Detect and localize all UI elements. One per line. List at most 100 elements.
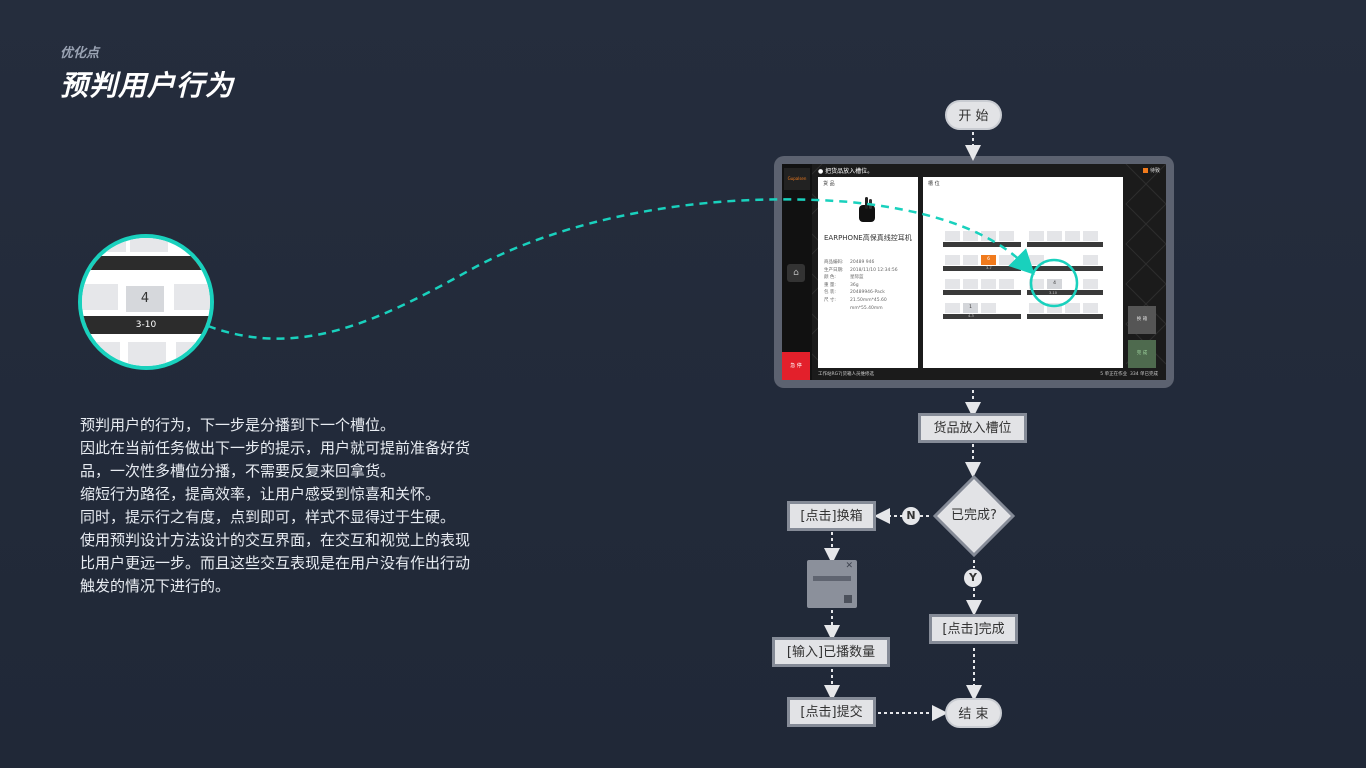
dialog-icon: ✕ — [807, 560, 857, 608]
description-line: 缩短行为路径，提高效率，让用户感受到惊喜和关怀。 — [80, 485, 441, 503]
app-logo: Gupalsen — [784, 168, 810, 190]
shelf-bar — [1027, 290, 1103, 295]
slot-cell — [1047, 231, 1062, 241]
slot-cell — [999, 279, 1014, 289]
slot-cell — [1029, 231, 1044, 241]
description-line: 品，一次性多槽位分播，不需要反复来回拿货。 — [80, 462, 396, 480]
flow-start-node: 开 始 — [945, 100, 1002, 130]
info-row: 重 量:36g — [824, 282, 859, 288]
slot-cell — [88, 238, 126, 252]
dialog-bar — [813, 576, 851, 581]
change-box-button[interactable]: 换 箱 — [1128, 306, 1156, 334]
slot-cell — [999, 231, 1014, 241]
status-text: 待致 — [1149, 168, 1160, 174]
slot-cell — [130, 238, 168, 252]
slot-cell — [176, 342, 210, 366]
slot-label: 3-10 — [1049, 291, 1057, 295]
flow-change-box-node: [点击]换箱 — [787, 501, 876, 531]
tablet-mockup: Gupalsen ⌂ 急 停 ● 把货品放入槽位。 待致 货 品 EARPHON… — [774, 156, 1174, 388]
description-line: 比用户更远一步。而且这些交互表现是在用户没有作出行动 — [80, 554, 471, 572]
slot-cell — [1083, 231, 1098, 241]
product-info: 商品编码:20489 946 生产日期:2018/11/10 12:34:56 … — [824, 259, 898, 312]
flow-complete-node: [点击]完成 — [929, 614, 1018, 644]
flow-end-node: 结 束 — [945, 698, 1002, 728]
slot-cell — [1047, 303, 1062, 313]
slot-cell — [128, 342, 166, 366]
shelf-bar — [943, 290, 1021, 295]
shelf-bar — [943, 242, 1021, 247]
complete-button[interactable]: 完 成 — [1128, 340, 1156, 368]
description-line: 同时，提示行之有度，点到即可，样式不显得过于生硬。 — [80, 508, 456, 526]
slot-cell — [999, 255, 1014, 265]
decision-node: 已完成? — [932, 474, 1016, 558]
slot-label: 4-3 — [968, 314, 974, 318]
decision-label: 已完成? — [951, 508, 997, 523]
next-slot-cell: 4 — [1047, 279, 1062, 289]
shelf-bar — [1027, 266, 1103, 271]
dialog-button-icon — [844, 595, 852, 603]
slot-cell — [1029, 255, 1044, 265]
slot-cell — [1083, 279, 1098, 289]
slot-header: 槽 位 — [928, 181, 940, 187]
info-row: 生产日期:2018/11/10 12:34:56 — [824, 267, 898, 273]
next-slot-cell: 4 — [126, 286, 164, 312]
shelf-bar — [82, 330, 210, 334]
slot-cell — [945, 255, 960, 265]
info-row: 商品编码:20489 946 — [824, 260, 875, 265]
slot-label: 3-10 — [135, 320, 157, 330]
flow-put-goods-node: 货品放入槽位 — [918, 413, 1027, 443]
section-subtitle: 优化点 — [60, 46, 100, 61]
goods-card: 货 品 EARPHONE高保真线控耳机 商品编码:20489 946 生产日期:… — [818, 177, 918, 368]
shelf-bar — [943, 266, 1021, 271]
orders-in-progress: 5 单正在作业 — [1100, 372, 1128, 377]
slot-cell — [1065, 303, 1080, 313]
flow-input-qty-node: [输入]已播数量 — [772, 637, 890, 667]
status-indicator: 待致 — [1142, 167, 1160, 174]
order-stats: 5 单正在作业 334 单已完成 — [1100, 371, 1158, 377]
slot-card: 槽 位 6 3-7 1 4-3 — [923, 177, 1123, 368]
product-name: EARPHONE高保真线控耳机 — [824, 234, 912, 242]
slot-cell — [1065, 231, 1080, 241]
emergency-stop-button[interactable]: 急 停 — [782, 352, 810, 380]
earphone-image — [859, 197, 875, 222]
shelf-bar — [82, 316, 210, 330]
slot-cell — [945, 231, 960, 241]
slot-cell — [945, 279, 960, 289]
info-row: 颜 色:星际蓝 — [824, 275, 864, 281]
slot-cell — [981, 231, 996, 241]
description-line: 预判用户的行为，下一步是分播到下一个槽位。 — [80, 416, 396, 434]
description-line: 因此在当前任务做出下一步的提示，用户就可提前准备好货 — [80, 439, 471, 457]
instruction-message: ● 把货品放入槽位。 — [818, 168, 874, 175]
slot-cell — [963, 255, 978, 265]
slot-cell — [963, 231, 978, 241]
status-dot-icon — [1142, 168, 1148, 173]
description-line: 触发的情况下进行的。 — [80, 577, 231, 595]
info-row: 包 装:20489946-Pack — [824, 290, 885, 296]
orders-completed: 334 单已完成 — [1129, 372, 1158, 377]
tablet-screen: Gupalsen ⌂ 急 停 ● 把货品放入槽位。 待致 货 品 EARPHON… — [782, 164, 1166, 380]
shelf-bar — [943, 314, 1021, 319]
shelf-bar — [1027, 242, 1103, 247]
slot-cell — [82, 342, 120, 366]
zoom-magnifier: 4 3-10 — [78, 234, 214, 370]
flow-submit-node: [点击]提交 — [787, 697, 876, 727]
description-text: 预判用户的行为，下一步是分播到下一个槽位。 因此在当前任务做出下一步的提示，用户… — [80, 414, 510, 598]
slot-cell — [1083, 303, 1098, 313]
slot-cell — [945, 303, 960, 313]
slot-cell — [981, 279, 996, 289]
slot-cell — [82, 284, 118, 310]
yes-badge: Y — [964, 569, 982, 587]
small-slot-cell: 1 — [963, 303, 978, 313]
slot-label: 3-7 — [986, 266, 992, 270]
home-icon[interactable]: ⌂ — [787, 264, 805, 282]
current-slot-cell: 6 — [981, 255, 996, 265]
slot-cell — [1083, 255, 1098, 265]
slot-cell — [1029, 279, 1044, 289]
goods-header: 货 品 — [823, 181, 835, 187]
shelf-bar — [82, 256, 210, 270]
slot-cell — [1029, 303, 1044, 313]
description-line: 使用预判设计方法设计的交互界面，在交互和视觉上的表现 — [80, 531, 471, 549]
slot-cell — [174, 284, 210, 310]
close-icon: ✕ — [845, 561, 853, 571]
info-row: 尺 寸:21.50mm*45.60mm*55.40mm — [824, 297, 887, 311]
